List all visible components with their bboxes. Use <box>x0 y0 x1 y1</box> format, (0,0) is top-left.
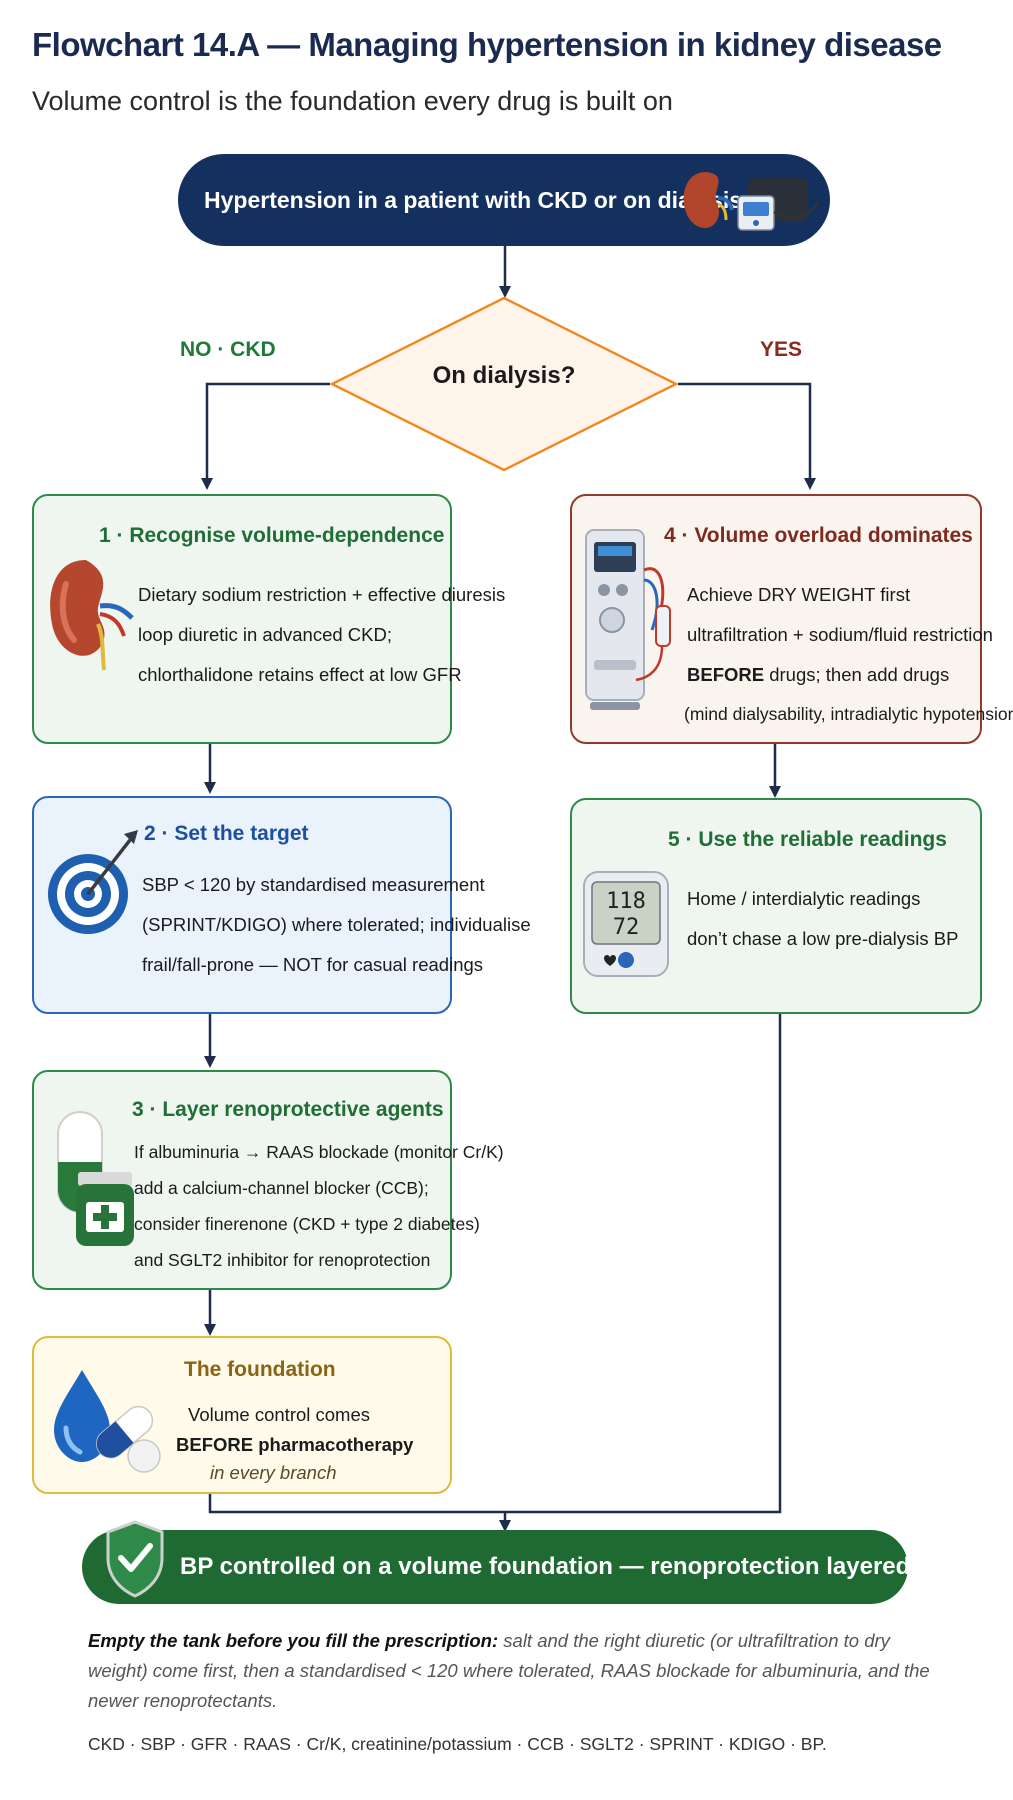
box2-line-1: SBP < 120 by standardised measurement <box>142 874 485 895</box>
bp-monitor-icon: 118 72 <box>583 871 669 977</box>
box1-line-1: Dietary sodium restriction + effective d… <box>138 584 506 605</box>
decision-diamond <box>330 296 678 472</box>
box3-line-1: If albuminuria → RAAS blockade (monitor … <box>134 1142 504 1162</box>
arrow-no-branch <box>201 382 330 490</box>
box4-line-4: (mind dialysability, intradialytic hypot… <box>684 704 1013 724</box>
start-label: Hypertension in a patient with CKD or on… <box>204 187 743 213</box>
box2-line-3: frail/fall-prone — NOT for casual readin… <box>142 954 484 975</box>
box-set-target: 2 · Set the target SBP < 120 by standard… <box>32 796 531 1014</box>
box3-line-3: consider finerenone (CKD + type 2 diabet… <box>134 1214 480 1234</box>
start-node: Hypertension in a patient with CKD or on… <box>178 154 830 246</box>
note-text: salt and the right diuretic (or ultrafil… <box>88 1630 930 1711</box>
box-foundation: The foundation Volume control comes BEFO… <box>32 1336 452 1494</box>
box5-heading: 5 · Use the reliable readings <box>668 828 947 851</box>
box1-line-2: loop diuretic in advanced CKD; <box>138 624 393 645</box>
decision-label: On dialysis? <box>432 362 576 389</box>
box1-heading: 1 · Recognise volume-dependence <box>99 524 445 547</box>
target-icon <box>48 830 138 934</box>
box-reliable-readings: 118 72 5 · Use the reliable readings Hom… <box>570 798 982 1014</box>
box4-line-3: BEFORE drugs; then add drugs <box>687 664 949 686</box>
pills-icon <box>57 1111 134 1246</box>
abbreviations-footer: CKD · SBP · GFR · RAAS · Cr/K, creatinin… <box>88 1734 827 1754</box>
box3-line-2: add a calcium-channel blocker (CCB); <box>134 1178 429 1198</box>
box-volume-overload: 4 · Volume overload dominates Achieve DR… <box>570 494 1013 744</box>
yes-branch-label: YES <box>760 338 803 361</box>
monitor-top-reading: 118 <box>606 889 646 914</box>
box3-heading: 3 · Layer renoprotective agents <box>132 1098 444 1121</box>
box4-line-3-bold: BEFORE <box>687 664 765 685</box>
kidney-bp-monitor-icon <box>683 172 820 231</box>
water-drop-pill-icon <box>54 1370 161 1473</box>
box4-heading: 4 · Volume overload dominates <box>664 524 973 547</box>
box-layer-renoprotective: 3 · Layer renoprotective agents If album… <box>32 1070 504 1290</box>
merge-line <box>208 1014 782 1514</box>
box-recognise-volume: 1 · Recognise volume-dependence Dietary … <box>32 494 505 744</box>
box4-line-1: Achieve DRY WEIGHT first <box>687 584 911 605</box>
box2-line-2: (SPRINT/KDIGO) where tolerated; individu… <box>142 914 531 935</box>
summary-note: Empty the tank before you fill the presc… <box>88 1626 948 1716</box>
foundation-heading: The foundation <box>184 1358 336 1381</box>
page-title: Flowchart 14.A — Managing hypertension i… <box>32 26 942 63</box>
page-subtitle: Volume control is the foundation every d… <box>32 86 673 116</box>
box2-heading: 2 · Set the target <box>144 822 309 845</box>
monitor-bottom-reading: 72 <box>613 915 640 940</box>
shield-check-icon <box>106 1520 164 1598</box>
box4-line-3-rest: drugs; then add drugs <box>764 664 950 685</box>
kidney-icon <box>50 560 134 671</box>
note-lead: Empty the tank before you fill the presc… <box>88 1630 499 1651</box>
box1-line-3: chlorthalidone retains effect at low GFR <box>138 664 462 685</box>
foundation-line-1: Volume control comes <box>188 1404 371 1425</box>
dialysis-machine-icon <box>585 529 671 710</box>
no-branch-label: NO · CKD <box>180 338 276 361</box>
box5-line-2: don’t chase a low pre-dialysis BP <box>687 928 959 949</box>
outcome-node: BP controlled on a volume foundation — r… <box>82 1520 990 1604</box>
foundation-line-3: in every branch <box>210 1462 337 1483</box>
box4-line-2: ultrafiltration + sodium/fluid restricti… <box>687 624 993 645</box>
outcome-label: BP controlled on a volume foundation — r… <box>180 1553 991 1580</box>
box3-line-4: and SGLT2 inhibitor for renoprotection <box>134 1250 431 1270</box>
box5-line-1: Home / interdialytic readings <box>687 888 921 909</box>
arrow-yes-branch <box>678 382 816 490</box>
foundation-line-2: BEFORE pharmacotherapy <box>176 1434 414 1455</box>
